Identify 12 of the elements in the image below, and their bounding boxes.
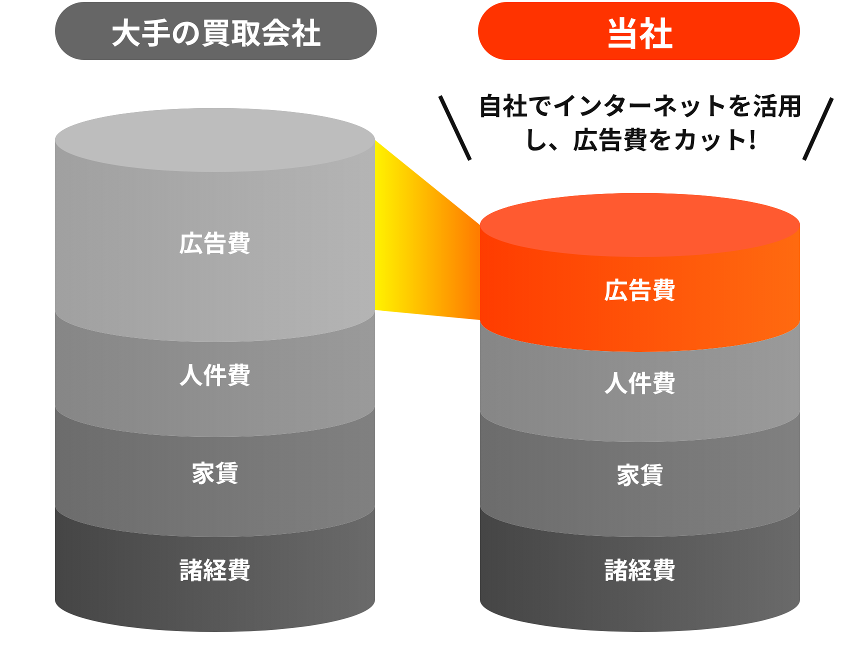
segment-label: 人件費 <box>604 364 676 398</box>
funnel-connector <box>375 140 480 320</box>
callout-text: 自社でインターネットを活用し、広告費をカット! <box>476 88 804 156</box>
segment-label: 諸経費 <box>179 551 251 586</box>
segment-label: 家賃 <box>616 456 664 491</box>
segment-label: 家賃 <box>191 454 239 488</box>
heading-pill: 当社 <box>478 2 800 60</box>
segment-label: 諸経費 <box>604 551 676 586</box>
segment-label: 広告費 <box>604 271 676 306</box>
segment-label: 人件費 <box>179 356 251 391</box>
segment-label: 広告費 <box>179 224 251 258</box>
heading-pill: 大手の買取会社 <box>55 2 377 60</box>
